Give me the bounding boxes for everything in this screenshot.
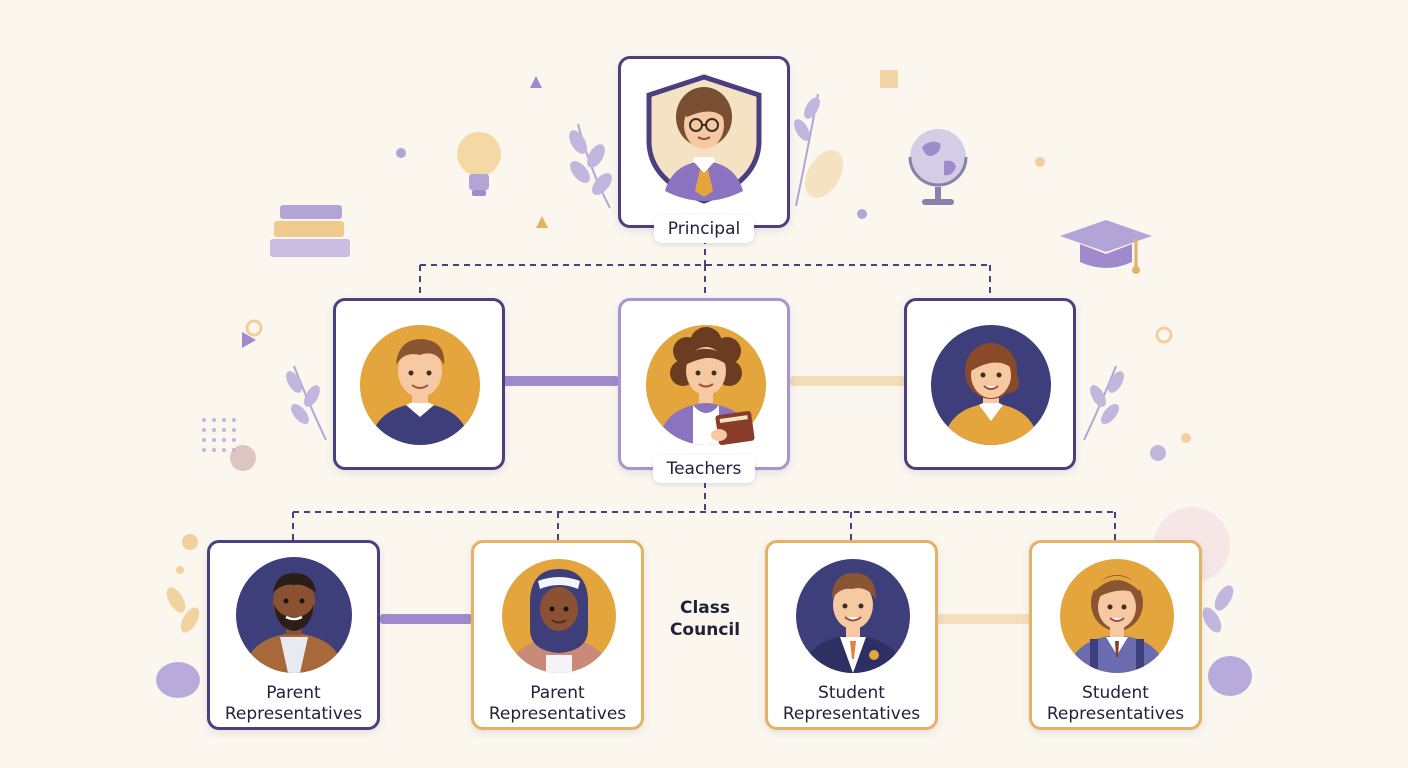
teacher-card-left[interactable] — [333, 298, 505, 470]
globe-icon — [908, 129, 968, 205]
leaf-icon — [156, 587, 200, 698]
parent-representatives-card-1[interactable]: Parent Representatives — [207, 540, 380, 730]
student-portrait-1 — [796, 559, 910, 673]
teacher-card-center[interactable]: Teachers — [618, 298, 790, 483]
link-bar-right — [790, 376, 905, 386]
leaf-icon — [1083, 365, 1124, 441]
teachers-connector — [292, 482, 1116, 540]
principal-label: Principal — [621, 215, 787, 243]
leaf-icon — [569, 123, 612, 209]
leaf-icon — [286, 365, 327, 441]
teacher-portrait-right — [931, 325, 1051, 445]
parent-representatives-card-2[interactable]: Parent Representatives — [471, 540, 644, 730]
teachers-label: Teachers — [621, 455, 787, 483]
teacher-card-right[interactable] — [904, 298, 1076, 470]
student-representatives-label-1: Student Representatives — [782, 683, 921, 724]
parent-representatives-label-2: Parent Representatives — [488, 683, 627, 724]
principal-portrait — [646, 74, 762, 204]
link-bar-parents — [380, 614, 472, 624]
class-council-label: Class Council — [669, 598, 741, 640]
link-bar-left — [503, 376, 619, 386]
graduation-cap-icon — [1060, 220, 1152, 274]
principal-connector — [419, 238, 991, 298]
teacher-portrait-left — [360, 325, 480, 445]
leaf-icon — [1202, 585, 1252, 696]
student-representatives-label-2: Student Representatives — [1046, 683, 1185, 724]
student-representatives-card-1[interactable]: Student Representatives — [765, 540, 938, 730]
link-bar-students — [937, 614, 1030, 624]
student-representatives-card-2[interactable]: Student Representatives — [1029, 540, 1202, 730]
student-portrait-2 — [1060, 559, 1174, 673]
parent-portrait-2 — [502, 559, 616, 673]
lightbulb-icon — [457, 132, 501, 196]
teacher-portrait-center — [646, 325, 766, 445]
principal-card[interactable]: Principal — [618, 56, 790, 243]
books-icon — [270, 205, 350, 257]
leaf-icon — [794, 93, 843, 207]
parent-portrait-1 — [236, 557, 352, 673]
parent-representatives-label-1: Parent Representatives — [224, 683, 363, 724]
